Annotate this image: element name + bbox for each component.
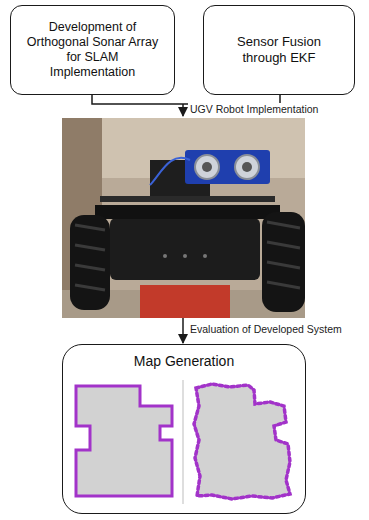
panel-heading: Map Generation <box>134 353 234 370</box>
process-box: Sensor Fusion through EKF <box>203 5 355 95</box>
map-panel: Map Generation <box>62 344 306 514</box>
flow-arrow <box>182 318 184 343</box>
ground-truth-map <box>76 386 172 496</box>
generated-map <box>194 384 290 499</box>
divider <box>182 380 183 504</box>
process-box: Development of Orthogonal Sonar Array fo… <box>10 5 175 95</box>
box-label: Sensor Fusion through EKF <box>224 34 334 65</box>
flow-label: UGV Robot Implementation <box>188 103 320 115</box>
box-label: Development of Orthogonal Sonar Array fo… <box>23 20 162 80</box>
flow-arrow <box>182 104 184 116</box>
flow-label: Evaluation of Developed System <box>188 323 344 335</box>
